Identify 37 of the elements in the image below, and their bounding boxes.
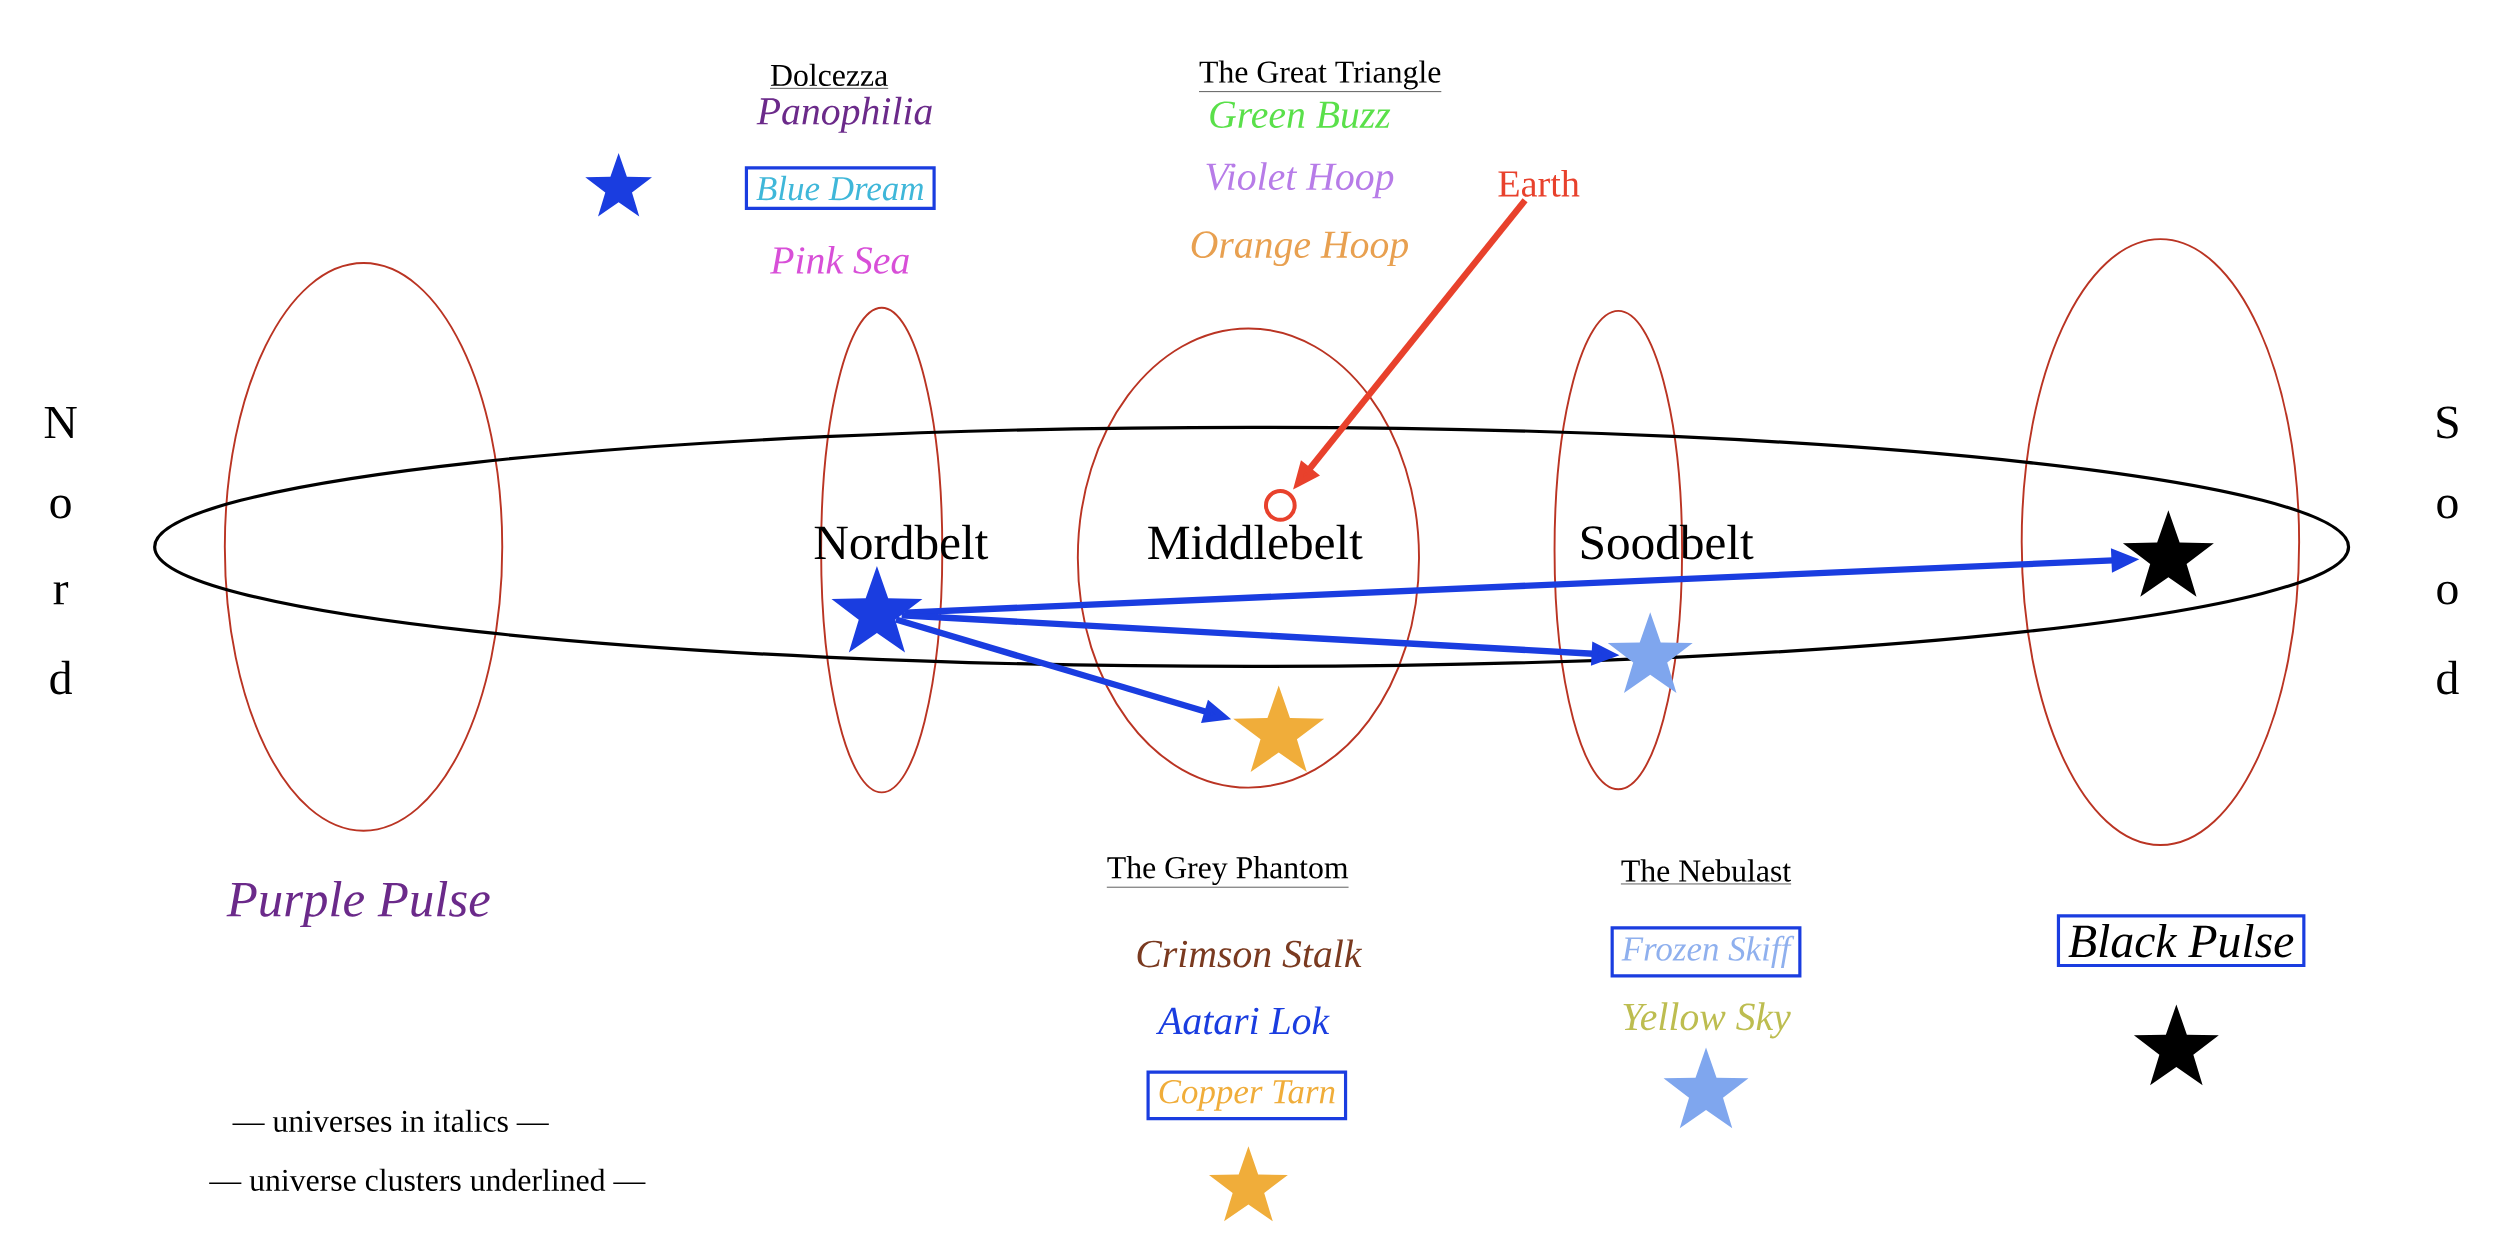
cluster-heading: The Grey Phantom (1106, 855, 1349, 888)
direction-letter: S (2437, 406, 2458, 439)
star-icon (1663, 1047, 1749, 1129)
universe-label: Yellow Sky (1623, 1002, 1791, 1039)
direction-letter: d (50, 660, 72, 695)
star-icon (1209, 1146, 1288, 1222)
star-icon (2122, 510, 2214, 597)
universe-label: Panophilia (756, 96, 932, 133)
universe-label: Violet Hoop (1206, 161, 1394, 198)
direction-letter: d (2437, 660, 2459, 695)
legend-note: — universe clusters underlined — (209, 1168, 646, 1191)
direction-letter: r (53, 581, 69, 605)
direction-letter: o (50, 495, 71, 519)
universe-box: Blue Dream (744, 166, 936, 210)
star-icon (1607, 612, 1693, 693)
direction-letter: o (2437, 581, 2458, 605)
star-icon (585, 152, 652, 217)
universe-label: Pink Sea (770, 245, 909, 274)
star-icon (831, 565, 923, 653)
universe-label: Crimson Stalk (1137, 939, 1363, 968)
legend-note: — universes in italics — (232, 1109, 549, 1132)
cluster-heading: The Nebulast (1620, 859, 1792, 885)
universe-box: Copper Tarn (1146, 1070, 1348, 1120)
universe-label: Orange Hoop (1191, 231, 1408, 266)
universe-label: Aatari Lok (1156, 1006, 1330, 1035)
cluster-heading: The Great Triangle (1198, 60, 1442, 92)
direction-letter: N (44, 406, 77, 438)
star-icon (2133, 1004, 2219, 1085)
planet-label: Earth (1498, 169, 1580, 197)
universe-box: Black Pulse (2056, 914, 2306, 967)
cluster-heading: Dolcezza (769, 63, 889, 89)
location-marker (1263, 488, 1297, 522)
universe-label: Green Buzz (1210, 101, 1391, 128)
direction-letter: o (2437, 495, 2458, 519)
universe-box: Frozen Skiff (1610, 926, 1802, 978)
star-icon (1233, 685, 1325, 772)
universe-label: Purple Pulse (226, 880, 490, 927)
